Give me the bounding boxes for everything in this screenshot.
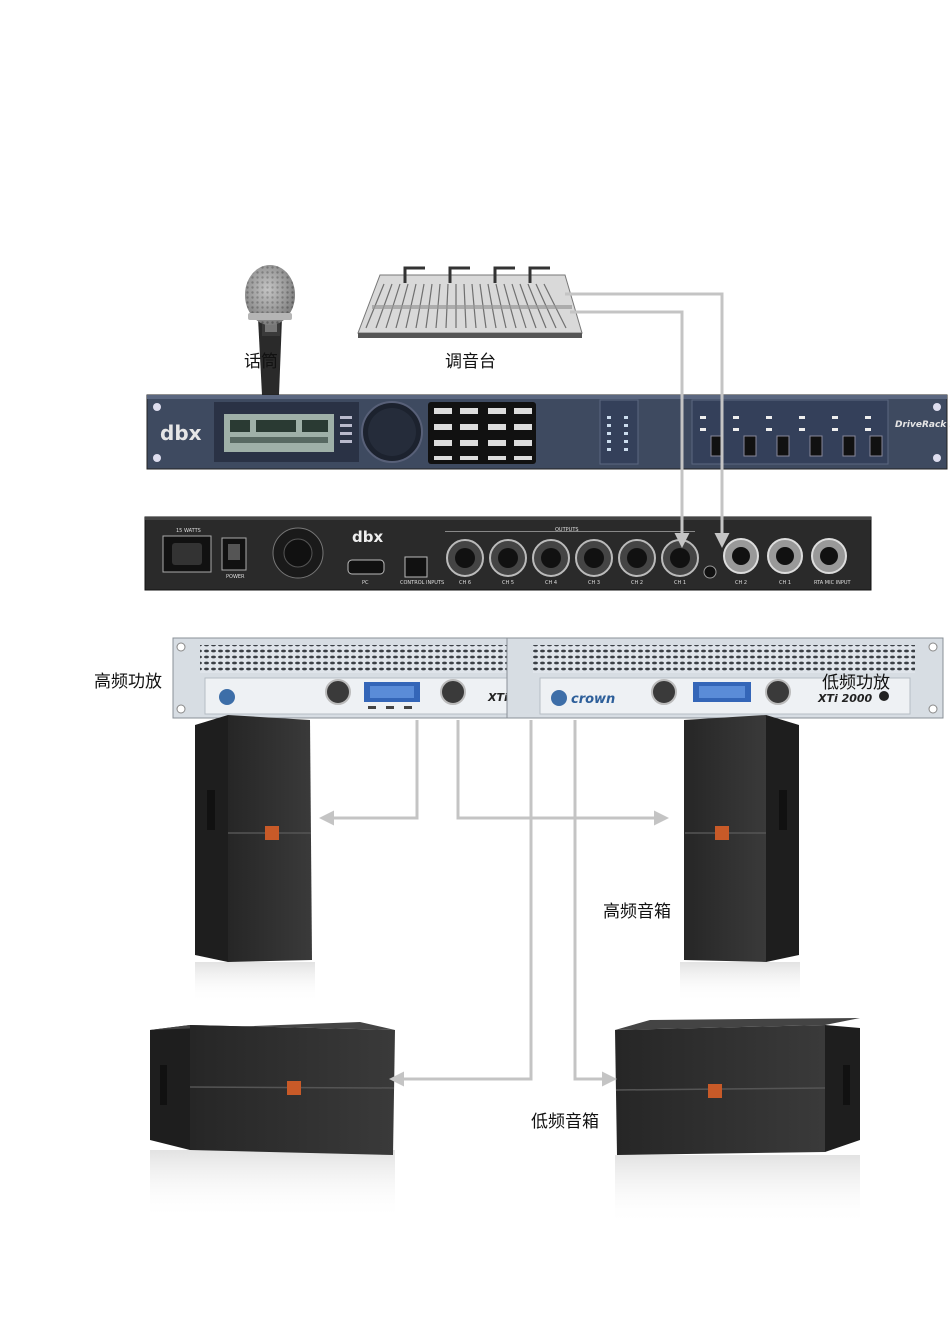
hf-speaker-label: 高频音箱 — [601, 896, 673, 923]
lf-speaker-label: 低频音箱 — [531, 1112, 599, 1132]
processor-rear-panel: 15 WATTS POWER dbx PC CONTROL INPUTS OUT… — [144, 516, 872, 591]
cable-lf-amp-to-left-sub — [389, 720, 533, 1087]
processor-brand: dbx — [160, 421, 202, 445]
hf-amp-label: 高频功放 — [94, 672, 162, 692]
lf-amp-brand: crown — [571, 692, 615, 707]
hf-speaker-left — [195, 715, 315, 1002]
signal-cables — [319, 292, 730, 1087]
lf-speaker-right — [615, 1018, 860, 1225]
output-ch1: CH 1 — [674, 580, 686, 586]
outputs-header: OUTPUTS — [555, 527, 579, 533]
output-ch5: CH 5 — [502, 580, 514, 586]
cable-mixer-to-input-ch1 — [565, 292, 730, 548]
output-ch2: CH 2 — [631, 580, 643, 586]
processor-model: DriveRack 260 — [895, 420, 950, 430]
power-rating: 15 WATTS — [176, 528, 201, 534]
low-frequency-amplifier: crown XTi 2000 — [506, 637, 944, 719]
microphone-label: 话筒 — [244, 352, 278, 372]
output-ch6: CH 6 — [459, 580, 471, 586]
lf-speaker-left — [150, 1022, 395, 1220]
lf-amp-model: XTi 2000 — [817, 692, 873, 705]
rear-brand: dbx — [352, 528, 383, 546]
processor-front-panel: dbx — [146, 394, 950, 470]
power-label: POWER — [226, 574, 245, 580]
cable-lf-amp-to-right-sub — [573, 720, 617, 1087]
cable-mixer-to-input-ch2 — [570, 310, 690, 548]
hf-speaker-right — [680, 715, 800, 1002]
input-ch1: CH 1 — [779, 580, 791, 586]
output-ch3: CH 3 — [588, 580, 600, 586]
high-frequency-amplifier: XTi — [172, 637, 526, 719]
rta-mic-input: RTA MIC INPUT — [814, 580, 852, 586]
cable-hf-amp-to-left-speaker — [319, 720, 419, 826]
lf-amp-label: 低频功放 — [822, 673, 890, 693]
output-ch4: CH 4 — [545, 580, 557, 586]
input-ch2: CH 2 — [735, 580, 747, 586]
pc-label: PC — [362, 580, 369, 586]
mixing-console — [357, 266, 583, 338]
hf-amp-model: XTi — [487, 691, 508, 704]
control-input-label: CONTROL INPUTS — [400, 580, 444, 586]
cable-hf-amp-to-right-speaker — [456, 720, 669, 826]
mixer-label: 调音台 — [445, 352, 496, 372]
microphone — [245, 265, 295, 395]
